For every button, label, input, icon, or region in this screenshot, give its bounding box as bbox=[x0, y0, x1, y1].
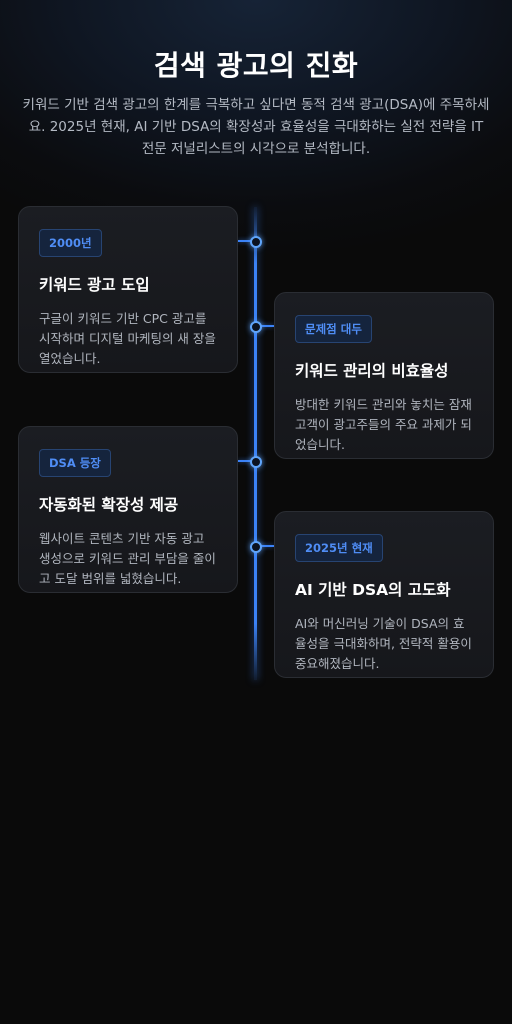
timeline-dot bbox=[250, 236, 262, 248]
timeline-card-dsa: DSA 등장 자동화된 확장성 제공 웹사이트 콘텐츠 기반 자동 광고 생성으… bbox=[18, 426, 238, 593]
timeline-card-title: 키워드 관리의 비효율성 bbox=[295, 362, 449, 380]
timeline-line bbox=[254, 207, 257, 680]
timeline-card-body: 웹사이트 콘텐츠 기반 자동 광고 생성으로 키워드 관리 부담을 줄이고 도달… bbox=[39, 531, 216, 586]
timeline-dot bbox=[250, 541, 262, 553]
timeline-connector bbox=[256, 545, 274, 547]
timeline-card-body: 구글이 키워드 기반 CPC 광고를 시작하며 디지털 마케팅의 새 장을 열었… bbox=[39, 311, 216, 366]
timeline-badge: DSA 등장 bbox=[39, 449, 111, 477]
timeline-card-title: 키워드 광고 도입 bbox=[39, 276, 150, 294]
timeline-card-title: AI 기반 DSA의 고도화 bbox=[295, 581, 451, 599]
timeline-badge: 문제점 대두 bbox=[295, 315, 372, 343]
timeline-badge: 2025년 현재 bbox=[295, 534, 383, 562]
timeline-card-problem: 문제점 대두 키워드 관리의 비효율성 방대한 키워드 관리와 놓치는 잠재 고… bbox=[274, 292, 494, 459]
timeline-connector bbox=[238, 240, 256, 242]
timeline-card-body: AI와 머신러닝 기술이 DSA의 효율성을 극대화하며, 전략적 활용이 중요… bbox=[295, 616, 472, 671]
timeline-dot bbox=[250, 456, 262, 468]
timeline-dot bbox=[250, 321, 262, 333]
timeline-connector bbox=[256, 325, 274, 327]
timeline-card-title: 자동화된 확장성 제공 bbox=[39, 496, 179, 514]
timeline-card-2000: 2000년 키워드 광고 도입 구글이 키워드 기반 CPC 광고를 시작하며 … bbox=[18, 206, 238, 373]
timeline-connector bbox=[238, 460, 256, 462]
timeline-badge: 2000년 bbox=[39, 229, 102, 257]
timeline-card-2025: 2025년 현재 AI 기반 DSA의 고도화 AI와 머신러닝 기술이 DSA… bbox=[274, 511, 494, 678]
page-title: 검색 광고의 진화 bbox=[153, 49, 359, 82]
timeline-card-body: 방대한 키워드 관리와 놓치는 잠재 고객이 광고주들의 주요 과제가 되었습니… bbox=[295, 397, 472, 452]
page-subtitle: 키워드 기반 검색 광고의 한계를 극복하고 싶다면 동적 검색 광고(DSA)… bbox=[22, 97, 490, 157]
